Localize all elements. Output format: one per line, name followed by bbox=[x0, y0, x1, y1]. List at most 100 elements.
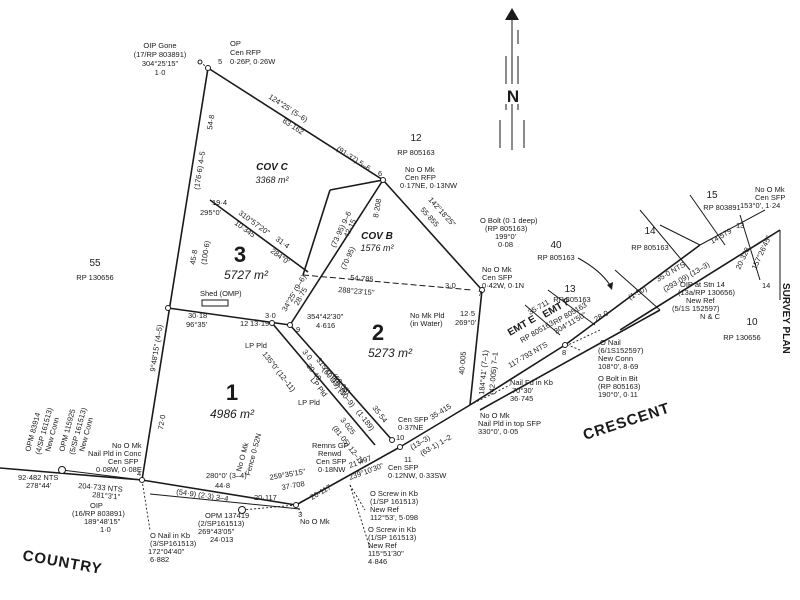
north-arrow: N bbox=[499, 8, 525, 150]
note-pt4: No O Mk Nail Pld in Conc Cen SFP 0·08W, … bbox=[88, 441, 142, 474]
note-bolt8: O Bolt (0·1 deep) (RP 805163) 199°0' 0·0… bbox=[480, 216, 538, 249]
note-pt15: No O Mk Cen SFP 153°0', 1·24 bbox=[740, 185, 785, 210]
svg-text:No O Mk: No O Mk bbox=[482, 265, 512, 274]
svg-text:Cen SFP: Cen SFP bbox=[108, 457, 138, 466]
svg-text:13: 13 bbox=[736, 221, 744, 230]
lot-1-area: 4986 m² bbox=[210, 407, 255, 421]
svg-text:Renwd: Renwd bbox=[318, 449, 341, 458]
svg-text:(1/SP 161513): (1/SP 161513) bbox=[370, 497, 419, 506]
adjoining-rp-12: RP 805163 bbox=[397, 148, 434, 157]
svg-text:9: 9 bbox=[296, 325, 300, 334]
note-screw2: O Screw in Kb (1/SP 161513) New Ref 115°… bbox=[368, 525, 417, 566]
svg-text:0·12NW, 0·33SW: 0·12NW, 0·33SW bbox=[388, 471, 447, 480]
svg-text:(91·37) 5–6: (91·37) 5–6 bbox=[335, 144, 372, 173]
svg-text:O Nail in Kb: O Nail in Kb bbox=[150, 531, 190, 540]
svg-text:8: 8 bbox=[562, 348, 566, 357]
svg-text:108°0', 8·69: 108°0', 8·69 bbox=[598, 362, 638, 371]
svg-text:4·846: 4·846 bbox=[368, 557, 387, 566]
svg-text:4·616: 4·616 bbox=[316, 321, 335, 330]
svg-text:(6/1S152597): (6/1S152597) bbox=[598, 346, 644, 355]
svg-text:135°0' (12–11): 135°0' (12–11) bbox=[260, 350, 297, 394]
note-nail-fd: Nail Fd in Kb 70°30' 36·745 bbox=[510, 378, 553, 403]
svg-text:1·0: 1·0 bbox=[100, 525, 111, 534]
svg-text:7: 7 bbox=[478, 289, 482, 298]
svg-text:OP: OP bbox=[230, 39, 241, 48]
svg-text:No O Mk: No O Mk bbox=[112, 441, 142, 450]
svg-text:117·793 NTS: 117·793 NTS bbox=[507, 340, 550, 370]
cov-c-area: 3368 m² bbox=[255, 175, 289, 185]
svg-text:(17/RP 803891): (17/RP 803891) bbox=[134, 50, 187, 59]
north-label: N bbox=[507, 87, 519, 106]
svg-text:0·42W, 0·1N: 0·42W, 0·1N bbox=[482, 281, 524, 290]
svg-text:(2/SP161513): (2/SP161513) bbox=[198, 519, 245, 528]
svg-text:Nail Pld in Conc: Nail Pld in Conc bbox=[88, 449, 142, 458]
svg-text:(42·005) 7–1: (42·005) 7–1 bbox=[487, 352, 500, 396]
lot-1-number: 1 bbox=[226, 380, 238, 405]
svg-text:54·8: 54·8 bbox=[205, 114, 216, 130]
svg-text:11: 11 bbox=[404, 455, 412, 464]
note-oip16: OIP (16/RP 803891) 189°48'15" 1·0 bbox=[72, 501, 125, 534]
svg-text:Cen SFP: Cen SFP bbox=[482, 273, 512, 282]
road-name-survey-plan: SURVEY PLAN bbox=[780, 283, 791, 354]
note-pt6: No O Mk Cen RFP 0·17NE, 0·13NW bbox=[400, 165, 458, 190]
lot-3-number: 3 bbox=[234, 242, 246, 267]
svg-text:Cen RFP: Cen RFP bbox=[230, 48, 261, 57]
svg-text:304°25'15": 304°25'15" bbox=[142, 59, 179, 68]
svg-text:O Nail: O Nail bbox=[600, 338, 621, 347]
svg-text:269°43'05": 269°43'05" bbox=[198, 527, 235, 536]
svg-text:13·19: 13·19 bbox=[250, 319, 269, 328]
lot-2-area: 5273 m² bbox=[368, 346, 413, 360]
svg-text:4: 4 bbox=[137, 469, 141, 478]
svg-text:LP Pld: LP Pld bbox=[245, 341, 267, 350]
svg-text:14: 14 bbox=[762, 281, 770, 290]
svg-text:New Ref: New Ref bbox=[368, 541, 398, 550]
svg-text:N & C: N & C bbox=[700, 312, 721, 321]
svg-text:20·117: 20·117 bbox=[254, 493, 277, 502]
note-cen11: Cen SFP 0·12NW, 0·33SW bbox=[388, 463, 447, 480]
svg-text:OIP Gone: OIP Gone bbox=[143, 41, 176, 50]
svg-text:19·4: 19·4 bbox=[212, 198, 227, 207]
adjoining-lot-55: 55 bbox=[89, 258, 101, 269]
svg-text:354°42'30": 354°42'30" bbox=[307, 312, 344, 321]
adjoining-rp-15: RP 803891 bbox=[703, 203, 740, 212]
svg-text:Cen SFP: Cen SFP bbox=[755, 193, 785, 202]
cov-b-label: COV B bbox=[361, 231, 393, 242]
shed-label: Shed (OMP) bbox=[200, 289, 242, 298]
svg-text:(13a/RP 130656): (13a/RP 130656) bbox=[678, 288, 735, 297]
svg-text:OIP: OIP bbox=[90, 501, 103, 510]
note-fence: No O Mk Fence 0·52N bbox=[234, 432, 263, 476]
svg-text:Remns GP: Remns GP bbox=[312, 441, 349, 450]
svg-text:No O Mk: No O Mk bbox=[755, 185, 785, 194]
svg-text:(3/SP161513): (3/SP161513) bbox=[150, 539, 197, 548]
svg-text:New Conn: New Conn bbox=[598, 354, 633, 363]
svg-text:3: 3 bbox=[298, 510, 302, 519]
svg-text:1·0: 1·0 bbox=[155, 68, 166, 77]
svg-text:0·08: 0·08 bbox=[498, 240, 513, 249]
svg-text:36·745: 36·745 bbox=[510, 394, 533, 403]
svg-text:OPM 137419: OPM 137419 bbox=[205, 511, 249, 520]
note-nail6a: O Nail (6/1S152597) New Conn 108°0', 8·6… bbox=[598, 338, 644, 371]
svg-text:(in Water): (in Water) bbox=[410, 319, 443, 328]
svg-text:(70·95): (70·95) bbox=[339, 245, 358, 271]
note-opm83914: OPM 83914 (4/SP 161513) New Conn bbox=[23, 406, 61, 455]
svg-text:O Screw in Kb: O Screw in Kb bbox=[368, 525, 416, 534]
svg-text:O Bolt in Bit: O Bolt in Bit bbox=[598, 374, 639, 383]
lot-3-area: 5727 m² bbox=[224, 268, 269, 282]
svg-text:115°51'30": 115°51'30" bbox=[368, 549, 404, 558]
point-5: 5 bbox=[218, 57, 222, 66]
note-nts92: 92·482 NTS 278°44' bbox=[18, 473, 58, 490]
note-remns: Remns GP Renwd Cen SFP 0·18NW bbox=[312, 441, 349, 474]
svg-text:280°0' (3–4): 280°0' (3–4) bbox=[206, 471, 247, 480]
svg-text:199°0': 199°0' bbox=[495, 232, 517, 241]
svg-text:0·18NW: 0·18NW bbox=[318, 465, 346, 474]
svg-text:OIP at Stn 14: OIP at Stn 14 bbox=[680, 280, 725, 289]
adjoining-lot-14: 14 bbox=[644, 226, 656, 237]
cov-c-label: COV C bbox=[256, 162, 288, 173]
svg-text:(5/1S 152597): (5/1S 152597) bbox=[672, 304, 720, 313]
svg-text:189°48'15": 189°48'15" bbox=[84, 517, 121, 526]
svg-text:(1/SP 161513): (1/SP 161513) bbox=[368, 533, 417, 542]
svg-text:112°53', 5·098: 112°53', 5·098 bbox=[370, 513, 418, 522]
svg-text:(RP 805163): (RP 805163) bbox=[598, 382, 641, 391]
svg-text:Nail Pld in top SFP: Nail Pld in top SFP bbox=[478, 419, 541, 428]
adjoining-rp-14: RP 805163 bbox=[631, 243, 668, 252]
